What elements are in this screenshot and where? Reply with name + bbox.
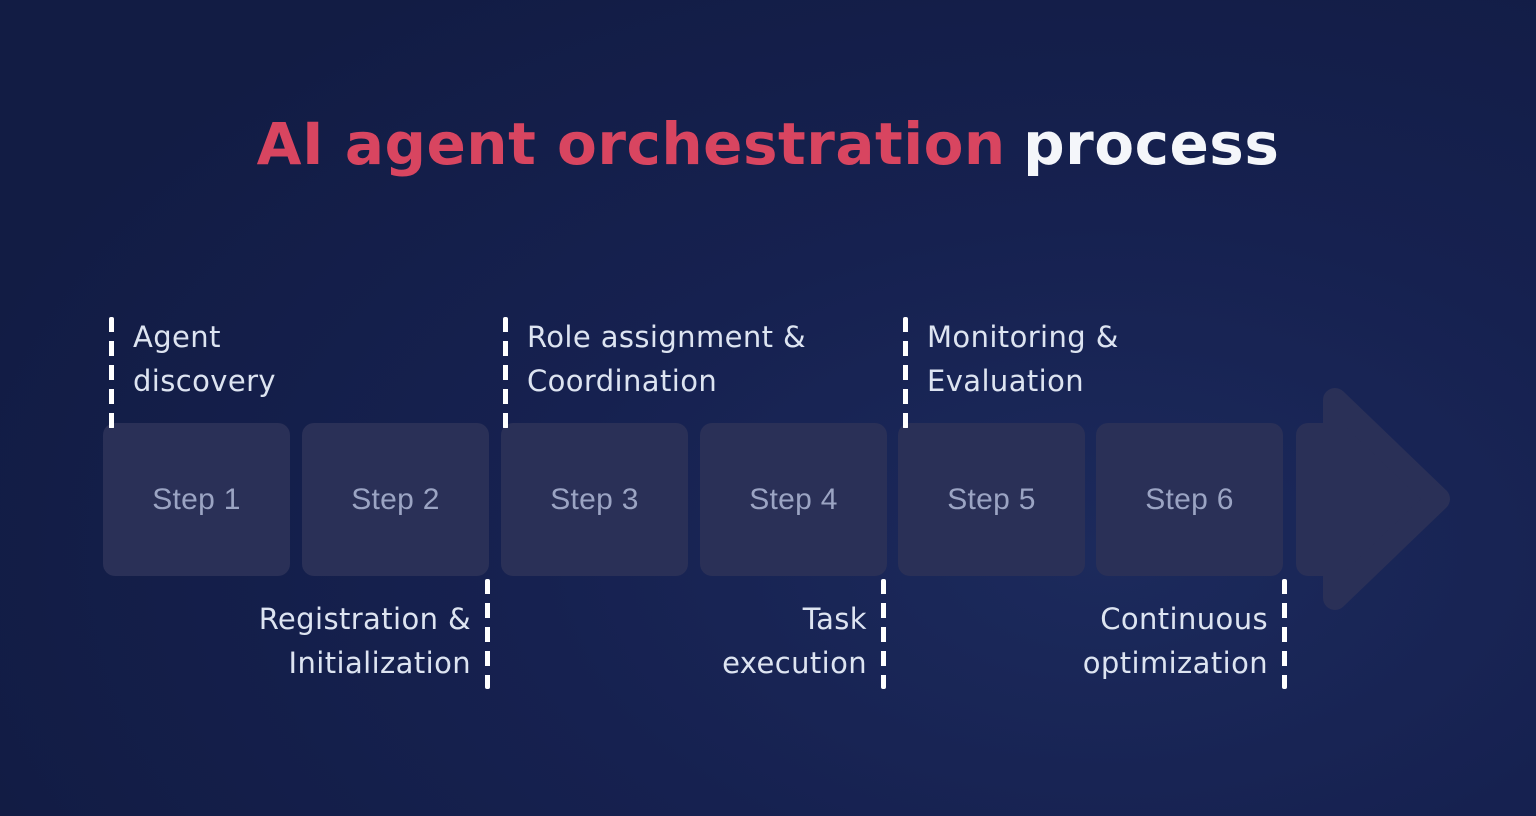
step-label: Step 2 (351, 482, 440, 516)
step-box-5: Step 5 (898, 423, 1085, 576)
step-label: Step 1 (152, 482, 241, 516)
step-label: Step 4 (749, 482, 838, 516)
step-label: Step 3 (550, 482, 639, 516)
phase-label-task-execution: Task execution (461, 597, 867, 685)
step-box-2: Step 2 (302, 423, 489, 576)
page-title-rest: process (1023, 110, 1280, 178)
step-box-4: Step 4 (700, 423, 887, 576)
phase-label-line: Coordination (527, 364, 718, 398)
phase-label-line: execution (722, 646, 867, 680)
phase-label-line: Role assignment & (527, 320, 807, 354)
phase-label-continuous-optimization: Continuous optimization (862, 597, 1268, 685)
right-arrow-icon (1296, 388, 1450, 610)
step-box-1: Step 1 (103, 423, 290, 576)
phase-label-line: Initialization (288, 646, 471, 680)
phase-label-line: Monitoring & (927, 320, 1119, 354)
dashed-connector-top-1 (109, 317, 114, 429)
step-box-3: Step 3 (501, 423, 688, 576)
dashed-connector-bottom-3 (1282, 579, 1287, 689)
dashed-connector-top-2 (503, 317, 508, 429)
phase-label-line: Task (802, 602, 867, 636)
phase-label-line: Continuous (1100, 602, 1268, 636)
phase-label-line: Evaluation (927, 364, 1085, 398)
step-box-6: Step 6 (1096, 423, 1283, 576)
dashed-connector-top-3 (903, 317, 908, 429)
dashed-connector-bottom-2 (881, 579, 886, 689)
phase-label-role-assignment: Role assignment & Coordination (527, 315, 897, 403)
phase-label-line: optimization (1082, 646, 1268, 680)
phase-label-line: Registration & (258, 602, 471, 636)
phase-label-agent-discovery: Agent discovery (133, 315, 493, 403)
page-title-highlight: AI agent orchestration (256, 110, 1006, 178)
phase-label-monitoring: Monitoring & Evaluation (927, 315, 1287, 403)
phase-label-registration: Registration & Initialization (65, 597, 471, 685)
step-label: Step 6 (1145, 482, 1234, 516)
phase-label-line: Agent (133, 320, 221, 354)
dashed-connector-bottom-1 (485, 579, 490, 689)
phase-label-line: discovery (133, 364, 276, 398)
step-label: Step 5 (947, 482, 1036, 516)
